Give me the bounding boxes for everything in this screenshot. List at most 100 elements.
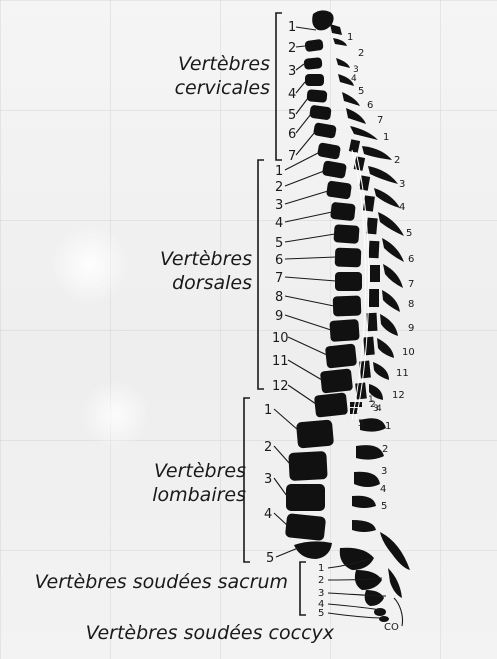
vertebra-lamina (350, 402, 362, 407)
cervical-nerve-number: 6 (367, 100, 373, 111)
dorsal-number: 5 (275, 236, 283, 251)
vertebra-body (314, 392, 348, 417)
vertebra-body (286, 484, 325, 511)
dorsal-number: 8 (275, 290, 283, 305)
lumbar-number: 4 (264, 507, 272, 522)
sacrum-region-label: Vertèbres soudées sacrum (35, 571, 288, 593)
sacrum-bracket (300, 562, 306, 615)
dorsal-nerve-number: 4 (399, 202, 405, 213)
cervical-nerve-number: 2 (358, 48, 364, 59)
spinous-process (377, 338, 394, 358)
sacrum-bone (388, 568, 402, 598)
vertebra-body (329, 319, 359, 342)
lumbar-number: 1 (264, 403, 272, 418)
cervical-number: 4 (288, 87, 296, 102)
dorsal-number: 9 (275, 309, 283, 324)
sacrum-bone (365, 590, 384, 606)
dorsal-number: 6 (275, 253, 283, 268)
cervical-number: 5 (288, 108, 296, 123)
lumbar-region-subtitle: lombaires (152, 484, 246, 506)
dorsal-number: 12 (272, 379, 289, 394)
cervical-bracket (276, 13, 282, 160)
spinous-process (382, 238, 404, 262)
lumbar-nerve-number: 4 (380, 484, 386, 495)
sacrum-number: 3 (318, 588, 324, 599)
vertebra-body (330, 202, 356, 221)
spinous-process (346, 108, 366, 124)
spinous-process (382, 290, 400, 312)
spinous-process (383, 264, 403, 288)
sacrum-number: 1 (318, 563, 324, 574)
dorsal-number: 4 (275, 216, 283, 231)
vertebra-body (326, 180, 352, 199)
vertebra-body (307, 89, 328, 103)
lumbar-number: 2 (264, 440, 272, 455)
lumbar-number: 3 (264, 472, 272, 487)
cervical-number: 1 (288, 20, 296, 35)
cervical-number: 7 (288, 149, 296, 164)
vertebra-body (335, 248, 362, 268)
vertebra-body (304, 57, 323, 70)
vertebra-lamina (366, 218, 377, 235)
dorsal-nerve-number: 9 (408, 323, 414, 334)
spinous-process (380, 314, 398, 336)
spinous-process (352, 496, 376, 508)
vertebra-lamina (363, 337, 375, 356)
vertebra-body (309, 105, 332, 121)
vertebra-body (313, 122, 337, 139)
dorsal-region-subtitle: dorsales (172, 272, 252, 294)
lumbar-nerve-number: 2 (382, 444, 388, 455)
vertebra-body (285, 513, 326, 541)
dorsal-nerve-number: 6 (408, 254, 414, 265)
coccyx-region-label: Vertèbres soudées coccyx (86, 622, 335, 644)
vertebra-body (312, 10, 333, 30)
vertebra-body (288, 451, 327, 481)
cervical-nerve-number: 7 (377, 115, 383, 126)
dorsal-number: 2 (275, 180, 283, 195)
vertebra-body (335, 272, 362, 291)
spinous-process (330, 24, 342, 35)
vertebra-body (305, 74, 324, 86)
dorsal-nerve-number: 2 (394, 155, 400, 166)
dorsal-nerve-number: 11 (396, 368, 409, 379)
vertebra-body (304, 39, 323, 52)
dorsal-number: 1 (275, 164, 283, 179)
sacral-small-number: 4 (376, 404, 382, 414)
cervical-number: 2 (288, 41, 296, 56)
dorsal-number: 7 (275, 271, 283, 286)
spinous-process (368, 166, 398, 184)
spinous-process (336, 58, 350, 68)
dorsal-nerve-number: 3 (399, 179, 405, 190)
spinous-process (373, 362, 389, 380)
spinous-process (374, 188, 400, 208)
dorsal-nerve-number: 10 (402, 347, 415, 358)
lumbar-number: 5 (266, 551, 274, 566)
vertebra-lamina (369, 289, 379, 307)
vertebra-body (333, 224, 359, 244)
cervical-number: 3 (288, 64, 296, 79)
sacral-small-number: 5 (358, 419, 364, 429)
vertebra-body (325, 343, 357, 368)
vertebra-lamina (369, 241, 380, 259)
lumbar-nerve-number: 3 (381, 466, 387, 477)
vertebra-body (294, 541, 332, 559)
vertebra-body (317, 142, 341, 160)
dorsal-number: 11 (272, 354, 289, 369)
spinous-process (356, 445, 384, 459)
vertebra-body (333, 296, 362, 317)
cervical-region-subtitle: cervicales (175, 77, 271, 99)
dorsal-nerve-number: 12 (392, 390, 405, 401)
coccyx-nerve-label: CO (384, 622, 399, 633)
spinous-process (350, 126, 378, 140)
sacrum-bone (380, 532, 410, 570)
dorsal-number: 10 (272, 331, 289, 346)
vertebra-body (296, 419, 334, 448)
spinous-process (352, 520, 376, 532)
spinous-process (354, 472, 380, 487)
vertebra-lamina (359, 175, 370, 190)
dorsal-nerve-number: 7 (408, 279, 414, 290)
spinous-process (362, 146, 392, 160)
lumbar-region-title: Vertèbres (154, 460, 246, 482)
dorsal-bracket (258, 160, 264, 389)
